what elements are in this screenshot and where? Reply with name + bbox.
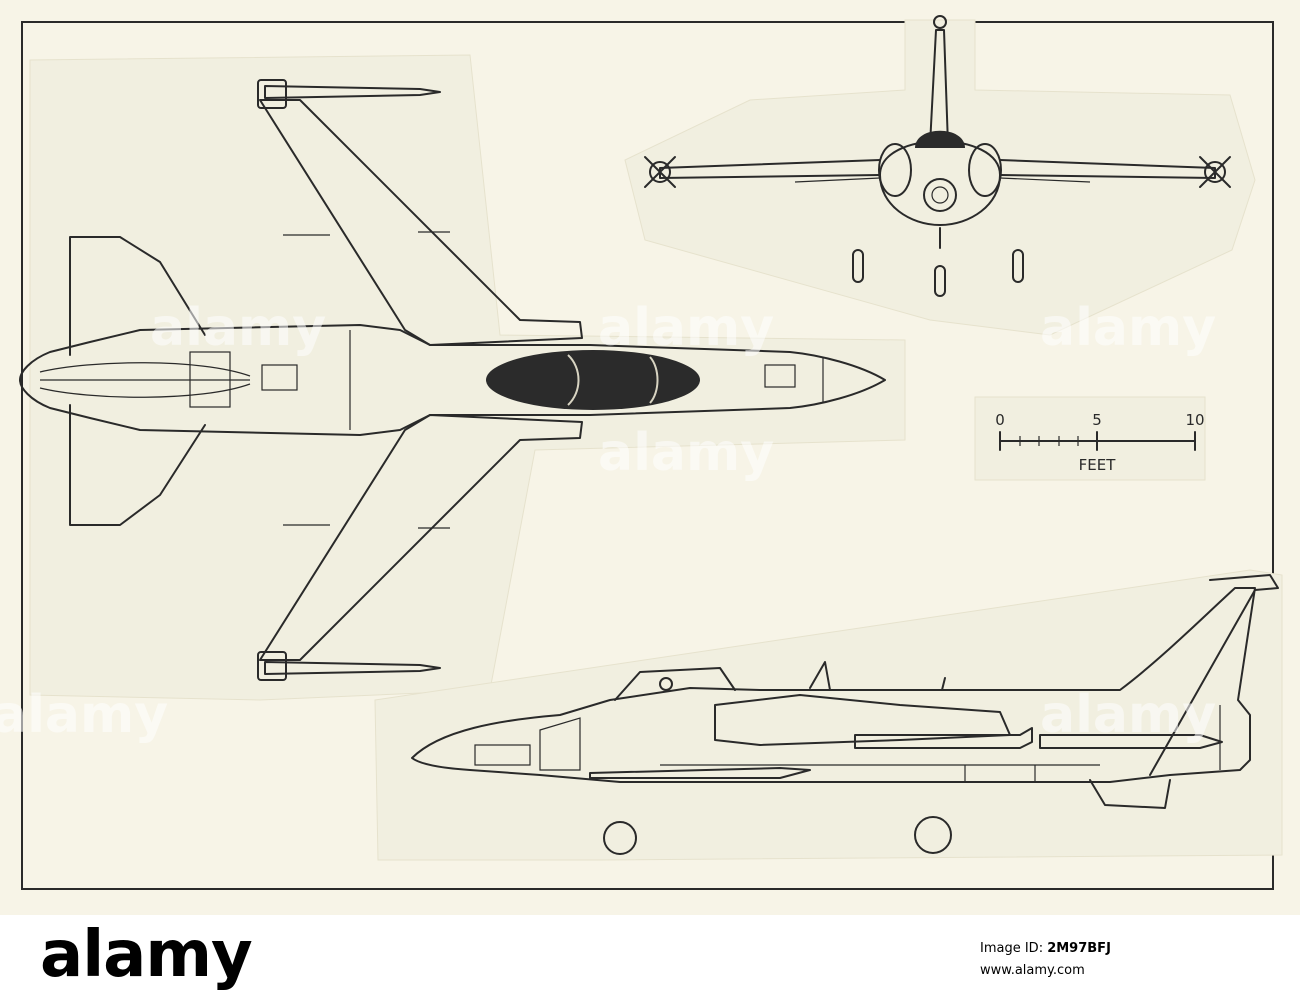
tip-store-side	[1039, 734, 1223, 749]
svg-text:alamy: alamy	[1040, 298, 1216, 358]
front-right-wheel	[1012, 249, 1024, 283]
scale-cutout	[974, 396, 1206, 481]
scale-unit-label: FEET	[1079, 456, 1117, 474]
plan-view	[19, 79, 886, 681]
front-nose-wheel	[934, 265, 946, 297]
rear-panel	[261, 364, 298, 391]
fuselage-outline	[19, 324, 886, 436]
svg-text:alamy: alamy	[598, 298, 774, 358]
front-left-tip-missile	[644, 156, 676, 188]
stock-footer	[0, 915, 1300, 1004]
nose-panel	[764, 364, 796, 388]
ventral-fin	[1089, 779, 1171, 809]
lower-tip-missile	[257, 651, 441, 681]
watermarks: alamy alamy alamy alamy alamy alamy	[0, 298, 1216, 745]
image-id-label: Image ID:	[980, 941, 1048, 956]
svg-text:alamy: alamy	[0, 685, 168, 745]
lower-tailplane	[69, 404, 206, 526]
svg-text:alamy: alamy	[598, 423, 774, 483]
svg-text:alamy: alamy	[1040, 685, 1216, 745]
side-view-cutout	[374, 569, 1283, 861]
side-fuselage	[411, 587, 1256, 783]
side-fin-leading	[1149, 574, 1279, 776]
engine-outline-upper	[39, 362, 251, 377]
lower-wing	[259, 414, 583, 661]
drawing-sheet: 0 5 10 FEET	[0, 0, 1300, 915]
scale-tick-5: 5	[1092, 411, 1102, 429]
engine-outline-lower	[39, 383, 251, 398]
front-left-wheel	[852, 249, 864, 283]
wing-store	[854, 727, 1033, 749]
side-nose-panel	[474, 744, 531, 766]
belly-store	[589, 767, 811, 779]
scale-tick-0: 0	[995, 411, 1005, 429]
front-fin	[929, 29, 949, 146]
plan-view-cutout	[29, 54, 906, 701]
three-view-drawing: 0 5 10 FEET	[0, 15, 1283, 890]
svg-text:alamy: alamy	[150, 298, 326, 358]
scale-bar: 0 5 10 FEET	[995, 411, 1204, 474]
side-view	[411, 574, 1279, 855]
upper-tailplane	[69, 236, 206, 356]
upper-tip-missile	[257, 79, 441, 109]
upper-wing	[259, 99, 583, 346]
front-right-tip-missile	[1199, 156, 1231, 188]
drawing-frame	[21, 21, 1274, 890]
footer-logo: alamy	[40, 918, 253, 992]
dorsal-blade	[809, 661, 831, 691]
site-url: www.alamy.com	[980, 963, 1085, 979]
front-view	[644, 15, 1231, 297]
side-canopy	[614, 667, 736, 701]
footer-info: Image ID: 2M97BFJ www.alamy.com	[980, 938, 1260, 982]
side-nose-wheel	[603, 821, 637, 855]
scale-tick-10: 10	[1185, 411, 1204, 429]
image-id: 2M97BFJ	[1047, 941, 1111, 956]
front-canopy	[915, 130, 965, 148]
side-main-wheel	[914, 816, 952, 854]
canopy	[486, 350, 700, 410]
pilot-head	[659, 677, 673, 691]
front-view-cutout	[624, 19, 1256, 336]
aft-panel	[189, 351, 231, 408]
